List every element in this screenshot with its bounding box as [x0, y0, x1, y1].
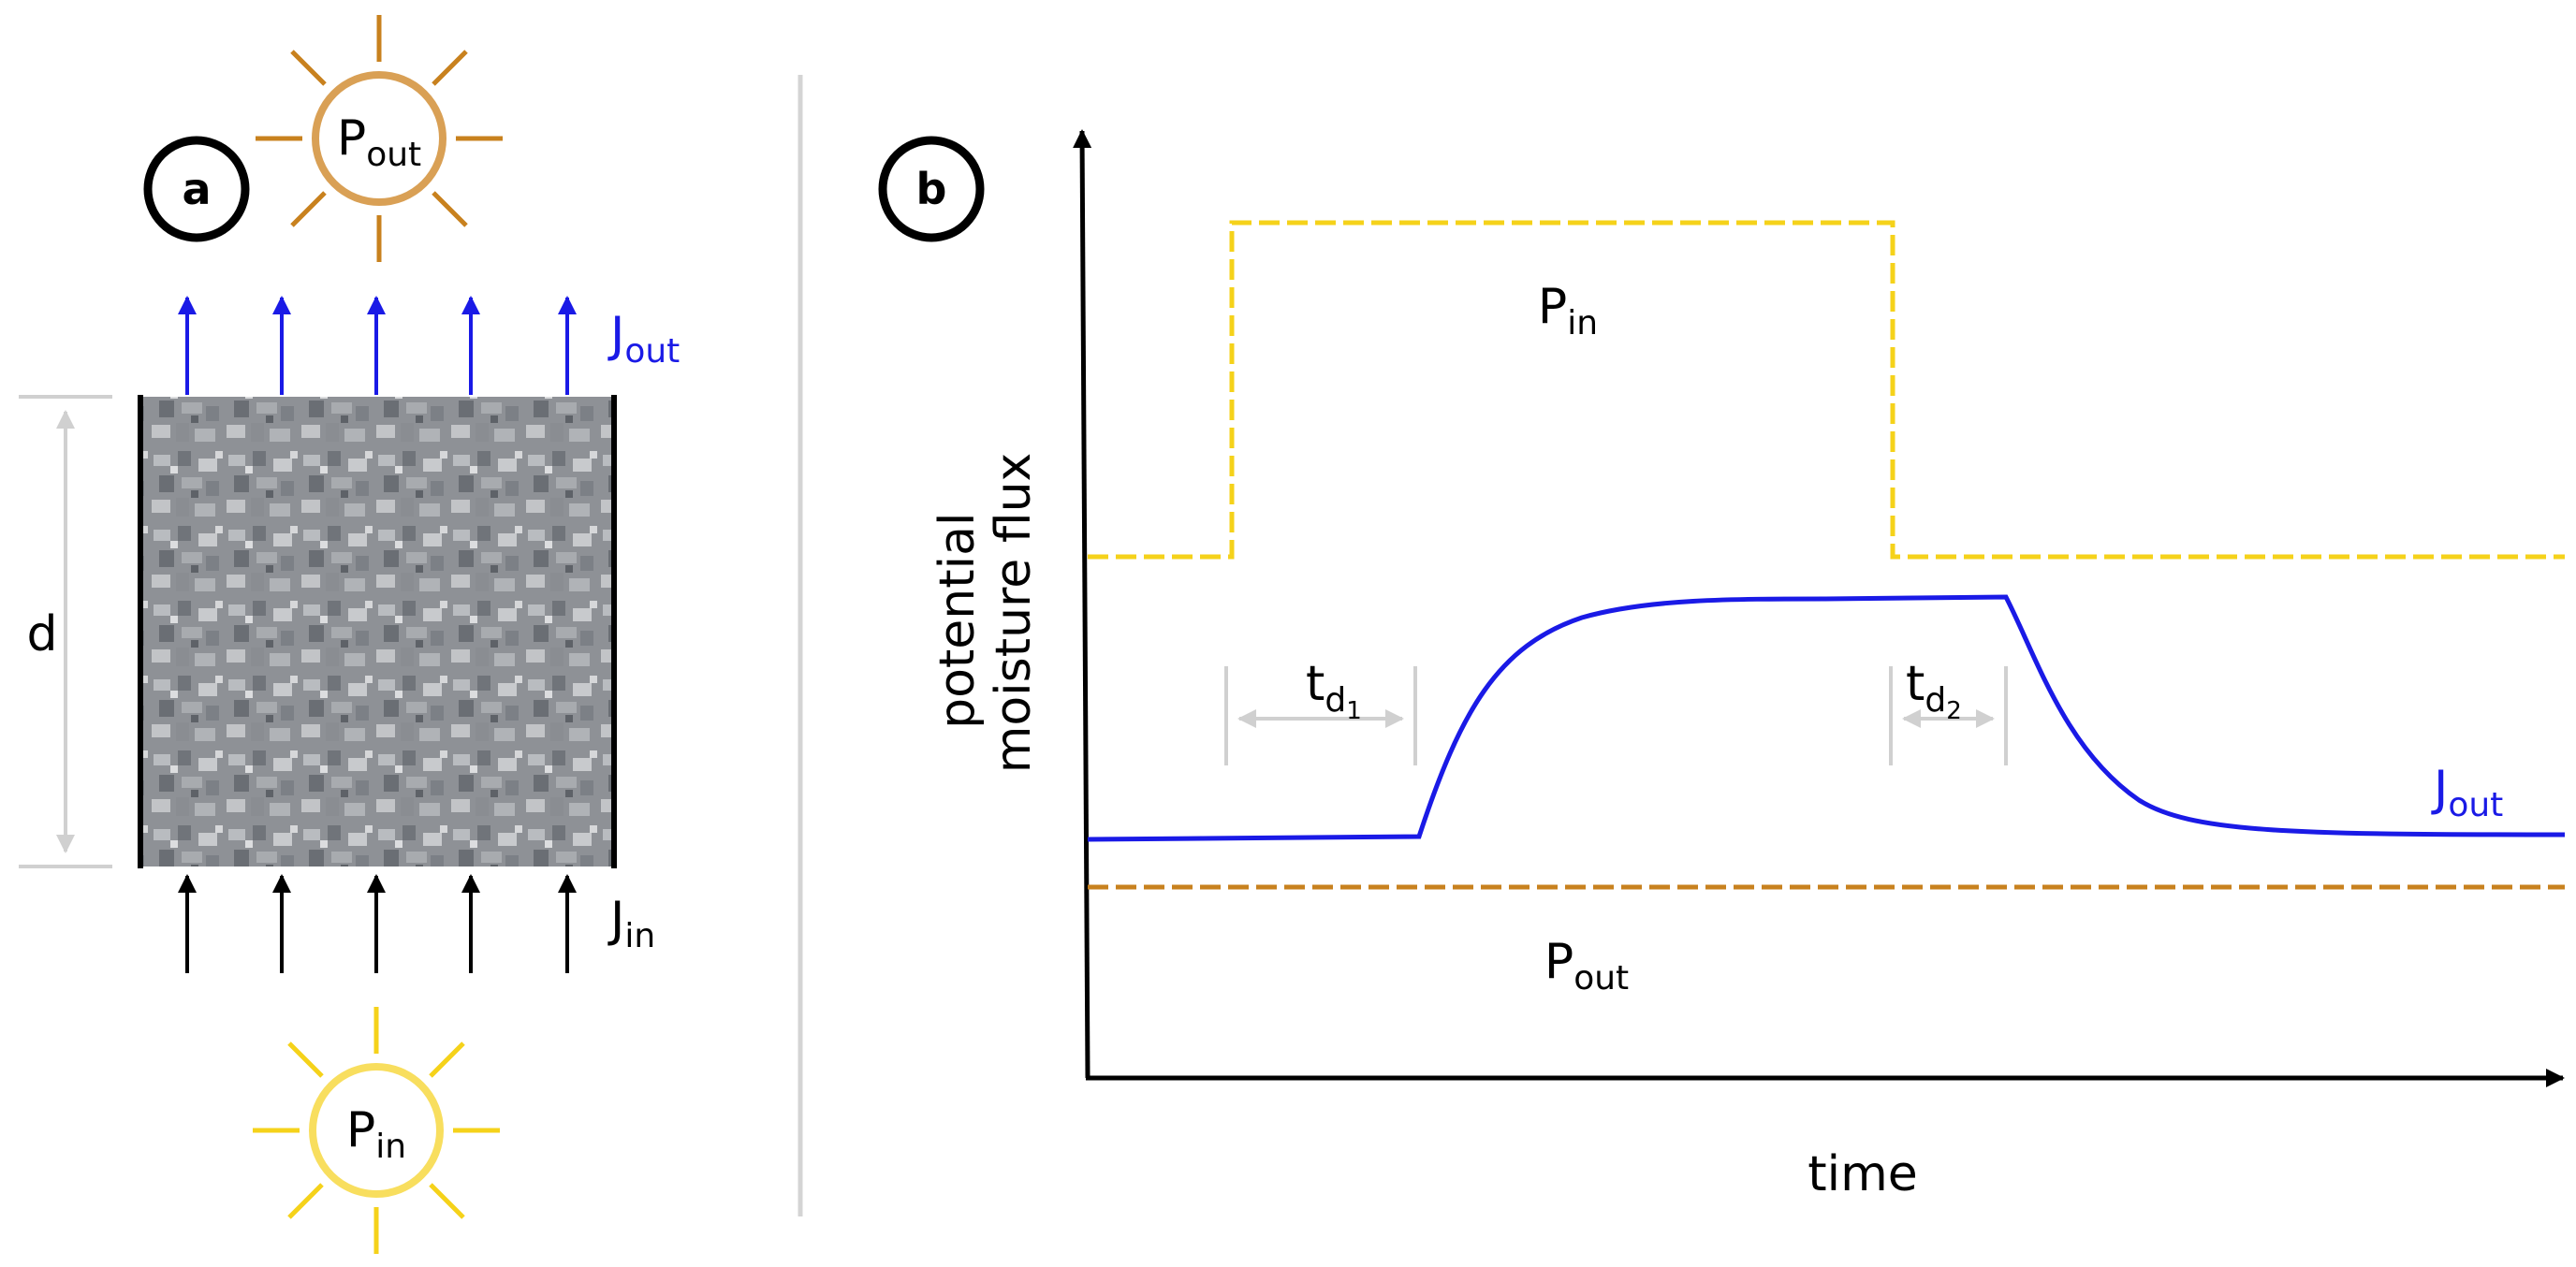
- td2-dimension: [1889, 666, 2008, 765]
- j-in-arrows: [178, 874, 577, 973]
- panel-a: a Pout Jout: [19, 15, 680, 1254]
- j-out-curve: [1087, 594, 2566, 842]
- panel-a-badge-letter: a: [182, 164, 211, 214]
- j-out-arrows: [178, 296, 577, 395]
- y-axis-label: potential moisture flux: [929, 453, 1042, 774]
- material-sample: [140, 397, 614, 867]
- sun-p-in-icon: [253, 1007, 500, 1254]
- td2-label: td2: [1906, 656, 1962, 725]
- j-in-label: Jin: [607, 892, 655, 955]
- td1-dimension: [1224, 666, 1417, 765]
- sun-p-out-icon: [256, 15, 503, 262]
- panel-b: b potential moisture flux time Pin Pout …: [878, 129, 2566, 1202]
- thickness-dimension: [19, 395, 112, 868]
- panel-b-badge-letter: b: [916, 164, 947, 214]
- j-out-label-b: Jout: [2431, 761, 2503, 824]
- p-out-label: Pout: [1544, 934, 1629, 998]
- p-in-curve: [1088, 220, 2565, 560]
- panel-b-badge: b: [878, 136, 985, 242]
- thickness-label: d: [26, 606, 57, 663]
- panel-a-badge: a: [143, 136, 250, 242]
- j-out-label-a: Jout: [607, 307, 680, 371]
- p-in-label: Pin: [1538, 279, 1598, 342]
- x-axis-label: time: [1808, 1146, 1917, 1202]
- y-axis: [1073, 129, 1092, 1079]
- td1-label: td1: [1306, 656, 1362, 725]
- sun-p-out-label: Pout: [337, 110, 421, 174]
- sun-p-in-label: Pin: [346, 1102, 406, 1166]
